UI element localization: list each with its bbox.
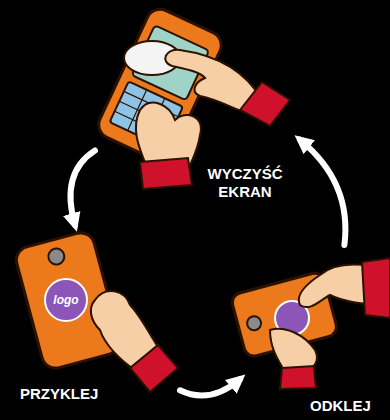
step-label: PRZYKLEJ (20, 385, 98, 403)
step-label: ODKLEJ (310, 397, 371, 415)
cycle-arrow (300, 140, 345, 245)
step-label: WYCZYŚĆ EKRAN (195, 165, 295, 201)
cycle-arrow (71, 151, 96, 226)
logo-sticker (45, 279, 87, 321)
step-area: logoPRZYKLEJ (5, 225, 180, 415)
sleeve-cuff (140, 158, 192, 189)
sleeve-cuff (280, 366, 316, 389)
cycle-arrow (180, 379, 240, 395)
sticker-text: logo (53, 294, 78, 306)
sleeve-cuff (362, 258, 390, 318)
phone-camera (246, 315, 263, 332)
sleeve-cuff (240, 82, 290, 126)
step-area: ODKLEJ (240, 245, 385, 417)
step-area: WYCZYŚĆ EKRAN (95, 0, 300, 215)
phone-camera (47, 247, 67, 267)
sleeve-cuff (130, 345, 178, 392)
